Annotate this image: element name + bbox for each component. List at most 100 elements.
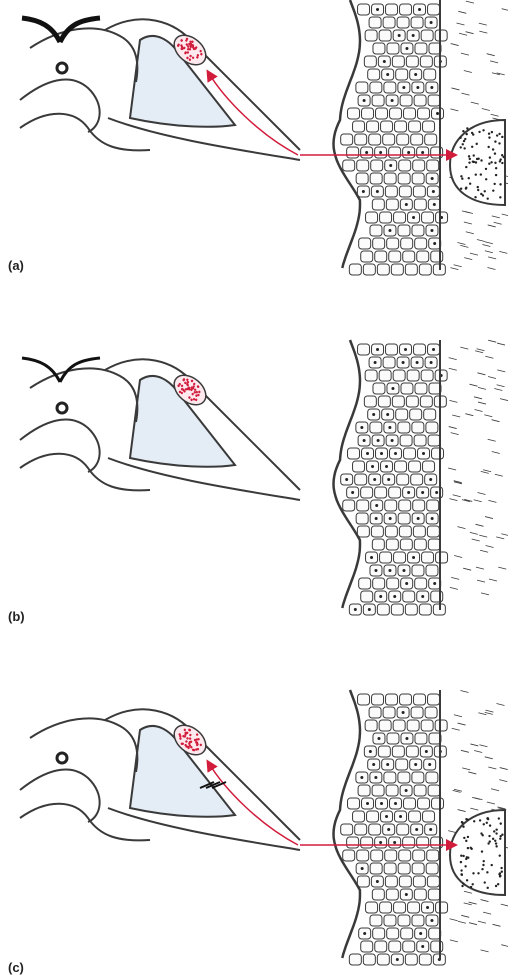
vesicle-dot [468, 177, 470, 179]
cell-nucleus [391, 439, 394, 442]
dermis-fiber [497, 343, 505, 345]
epidermis-cell [398, 225, 410, 236]
epidermis-cell [386, 785, 398, 796]
epidermis-cell [372, 694, 384, 705]
dermis-fiber [479, 31, 487, 33]
vesicle-dot [492, 838, 494, 840]
vesicle-dot [473, 820, 475, 822]
vesicle-dot [472, 872, 474, 874]
epidermis-cell [432, 448, 444, 459]
epidermis-cell [385, 526, 397, 537]
epidermis-cell [412, 863, 424, 874]
epidermis-cell [356, 173, 368, 184]
dermis-fiber [476, 567, 484, 569]
epidermis-cell [426, 772, 438, 783]
cell-nucleus [351, 491, 354, 494]
epidermis-cell [421, 370, 433, 381]
epidermis-cell [396, 409, 408, 420]
cell-nucleus [426, 906, 429, 909]
epidermis-cell [428, 435, 440, 446]
dermis-fiber [496, 537, 504, 539]
dermis-fiber [482, 245, 490, 247]
dermis-fiber [451, 88, 459, 90]
epidermis-cell [373, 43, 385, 54]
dermis-fiber [477, 580, 485, 582]
epidermis-cell [389, 941, 401, 952]
cell-nucleus [393, 841, 396, 844]
cell-nucleus [363, 99, 366, 102]
dermis-fiber [501, 904, 508, 906]
epidermis-cell [380, 902, 392, 913]
vesicle-dot [481, 868, 483, 870]
epidermis-cell [369, 824, 381, 835]
epidermis-cell [365, 370, 377, 381]
vesicle-dot [489, 156, 491, 158]
cell-nucleus [405, 203, 408, 206]
dermis-fiber [460, 691, 468, 693]
cell-nucleus [416, 86, 419, 89]
cell-nucleus [363, 439, 366, 442]
epidermis-cell [391, 604, 403, 615]
dermis-fiber [469, 902, 477, 904]
cell-nucleus [363, 932, 366, 935]
cell-nucleus [405, 893, 408, 896]
epidermis-cell [369, 17, 381, 28]
cell-nucleus [393, 595, 396, 598]
dermis-fiber [483, 470, 491, 472]
dermis-fiber [485, 242, 493, 244]
dermis-fiber [466, 32, 474, 34]
dermis-fiber [449, 368, 457, 370]
vesicle-dot [477, 186, 479, 188]
epidermis-cell [399, 850, 411, 861]
cell-nucleus [379, 841, 382, 844]
panel-b [20, 340, 508, 615]
vesicle-dot [494, 162, 496, 164]
cell-nucleus [376, 8, 379, 11]
central-canal [57, 63, 67, 73]
epidermis-cell [398, 772, 410, 783]
cord-outline-lower [20, 769, 100, 822]
epidermis-cell [404, 108, 416, 119]
cell-nucleus [412, 34, 415, 37]
vesicle-dot [487, 146, 489, 148]
epidermis-cell [357, 160, 369, 171]
dermis-fiber [451, 44, 459, 46]
epidermis-cell [367, 811, 379, 822]
dermis-fiber [454, 265, 462, 267]
vesicle-dot [462, 855, 464, 857]
dermis-fiber [451, 577, 459, 579]
vesicle-dot [481, 850, 483, 852]
epidermis-cell [386, 694, 398, 705]
cell-nucleus [376, 348, 379, 351]
vesicle-dot [499, 837, 501, 839]
epidermis-cell [369, 134, 381, 145]
vesicle-dot [500, 835, 502, 837]
dermis-fiber [461, 915, 469, 917]
vesicle-dot [483, 823, 485, 825]
vesicle-dot [460, 146, 462, 148]
epidermis-cell [419, 954, 431, 965]
dermis-fiber [481, 950, 489, 952]
dermis-fiber [488, 225, 496, 227]
cell-nucleus [376, 880, 379, 883]
vesicle-dot [460, 175, 462, 177]
panel-label-a: (a) [8, 258, 24, 273]
dermis-fiber [464, 891, 472, 893]
dermis-fiber [470, 532, 478, 534]
epidermis-cell [343, 160, 355, 171]
dermis-fiber [464, 70, 472, 72]
dermis-fiber [487, 54, 495, 56]
cell-nucleus [430, 919, 433, 922]
dermis-fiber [478, 713, 486, 715]
epidermis-cell [423, 811, 435, 822]
dermis-fiber [466, 232, 474, 234]
epidermis-cell [384, 863, 396, 874]
epidermis-cell [423, 461, 435, 472]
epidermis-cell [425, 134, 437, 145]
vesicle-dot [460, 861, 462, 863]
dermis-fiber [466, 1, 474, 3]
dermis-fiber [450, 587, 458, 589]
vesicle-dot [498, 817, 500, 819]
epidermis-cell [412, 225, 424, 236]
epidermis-cell [413, 186, 425, 197]
